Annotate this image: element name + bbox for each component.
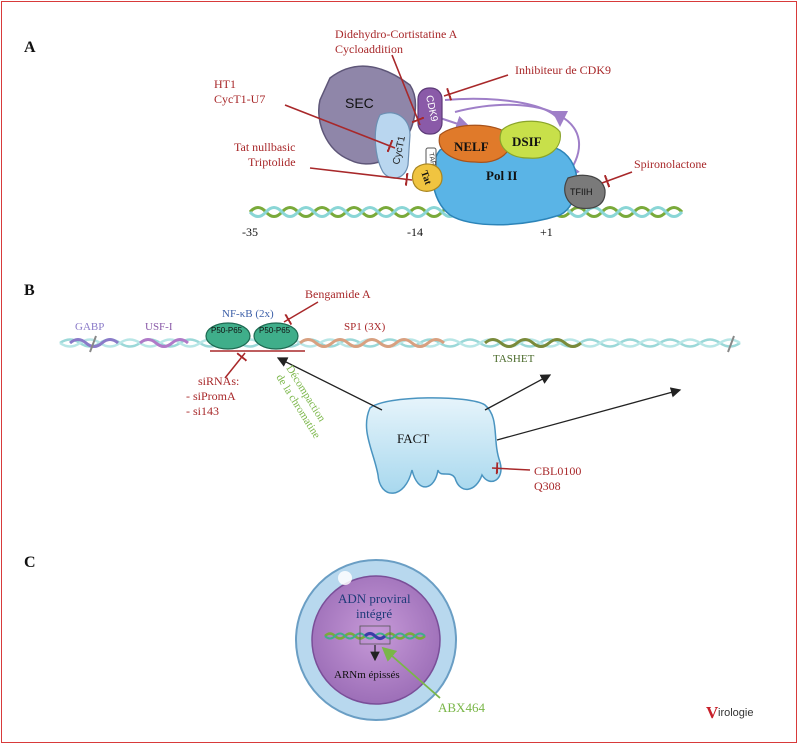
q308-label: Q308	[534, 479, 561, 493]
cdk9-to-dsif-arrow	[444, 97, 568, 127]
cell-highlight	[338, 571, 352, 585]
tar-label: TAR	[427, 152, 436, 166]
si143-label: - si143	[186, 404, 219, 418]
virologie-logo: V irologie	[706, 703, 753, 722]
arnm-epissees-label: ARNm épissés	[334, 669, 400, 681]
sp1-label: SP1 (3X)	[344, 321, 386, 333]
fact-to-nfkb-arrow	[276, 357, 383, 411]
cyct1-u7-label: CycT1-U7	[214, 92, 265, 106]
nfkb-dimer-2	[253, 322, 299, 350]
sirna-inhibition-line	[224, 353, 245, 379]
sipromA-label: - siPromA	[186, 389, 236, 403]
tfiih-label: TFIIH	[570, 187, 593, 197]
fact-label: FACT	[397, 431, 429, 446]
dca-label: Didehydro-Cortistatine A	[335, 27, 458, 41]
abx464-label: ABX464	[438, 700, 485, 715]
spironolactone-label: Spironolactone	[634, 157, 707, 171]
fact-complex	[365, 397, 502, 494]
panel-c-letter: C	[24, 554, 36, 571]
tat-protein	[411, 163, 443, 192]
fact-to-sp1-arrow	[484, 374, 552, 411]
bengamide-label: Bengamide A	[305, 287, 371, 301]
spironolactone-inhibition-line	[601, 171, 633, 183]
dsif-protein	[499, 120, 561, 159]
p50-p65-label-1: P50-P65	[211, 326, 243, 335]
cdk9-inhibition-line	[443, 74, 509, 96]
proviral-dna	[324, 625, 426, 645]
position-minus-14: -14	[407, 225, 423, 239]
cycloaddition-label: Cycloaddition	[335, 42, 403, 56]
dsif-label: DSIF	[512, 134, 542, 149]
abx464-activation-arrow	[381, 646, 441, 699]
gabp-label: GABP	[75, 321, 104, 333]
triptolide-label: Triptolide	[248, 155, 296, 169]
p50-p65-label-2: P50-P65	[259, 326, 291, 335]
nelf-label: NELF	[454, 139, 489, 154]
panel-b-letter: B	[24, 282, 35, 299]
tat-nullbasic-label: Tat nullbasic	[234, 140, 295, 154]
ht1-label: HT1	[214, 77, 236, 91]
cell-nucleus	[311, 575, 441, 705]
nfkb-dimer-1	[205, 322, 251, 350]
position-minus-35: -35	[242, 225, 258, 239]
pol2-label: Pol II	[486, 168, 517, 183]
adn-proviral-label: ADN proviral	[338, 591, 411, 606]
logo-text: irologie	[718, 707, 753, 719]
ht1-inhibition-line	[284, 104, 396, 148]
nelf-protein	[438, 124, 512, 163]
cbl0100-label: CBL0100	[534, 464, 581, 478]
tashet-label: TASHET	[493, 353, 535, 365]
bengamide-inhibition-line	[283, 301, 319, 322]
tfiih-complex	[564, 174, 606, 210]
cbl0100-inhibition-line	[491, 468, 531, 470]
panel-a-letter: A	[24, 39, 36, 56]
logo-initial: V	[706, 703, 719, 722]
tat-inhibition-line	[309, 167, 413, 180]
usf1-label: USF-I	[145, 321, 173, 333]
cdk9-inhibitor-label: Inhibiteur de CDK9	[515, 63, 611, 77]
dna-helix-b	[59, 335, 741, 353]
fact-to-downstream-arrow	[496, 387, 682, 441]
cdk9-to-pol2-arrow	[454, 103, 580, 180]
dca-inhibition-line	[391, 54, 420, 126]
position-plus-1: +1	[540, 225, 553, 239]
adn-integre-label: intégré	[356, 606, 392, 621]
tat-label: Tat	[418, 169, 433, 187]
sirnas-title: siRNAs:	[198, 374, 239, 388]
sec-label: SEC	[345, 95, 374, 111]
nfkb-label: NF-κB (2x)	[222, 308, 274, 320]
